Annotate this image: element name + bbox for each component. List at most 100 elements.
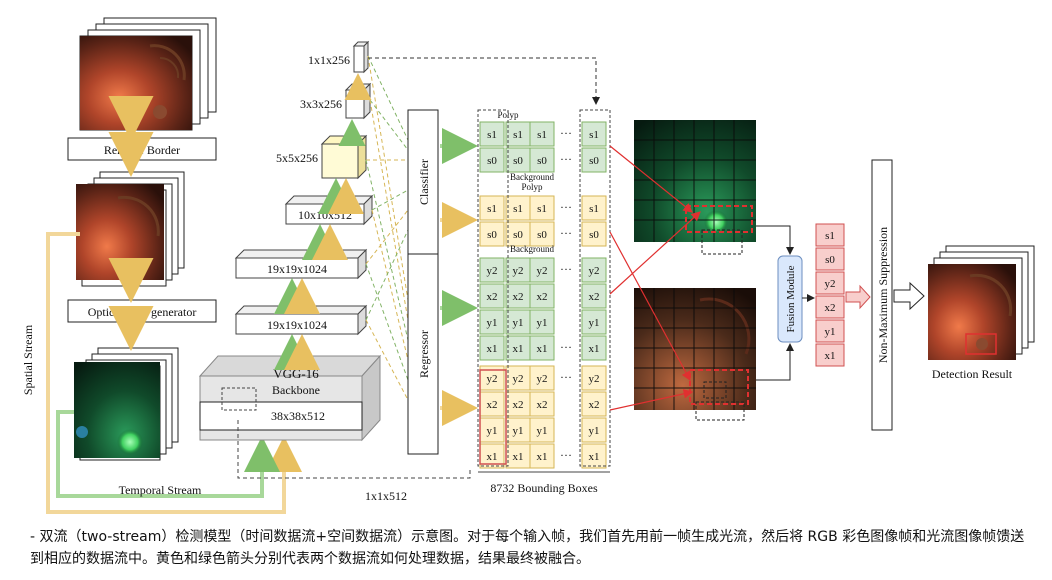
spatial-stream-line: [46, 232, 302, 514]
grid-cell-b2-r0-c3-label: y2: [589, 265, 600, 277]
grid-cell-b2-r0-c2: [529, 257, 555, 283]
grid-cell-b3-r1-c0: [479, 391, 505, 417]
bounding-boxes-label: 8732 Bounding Boxes: [490, 481, 598, 495]
spatial-stream-label: Spatial Stream: [21, 324, 35, 395]
grid-cell-b3-r0-c3-label: y2: [589, 373, 600, 385]
regressor-label: Regressor: [417, 330, 431, 378]
endoscopy-image: [80, 36, 192, 130]
base-dashed-link: [237, 420, 471, 479]
ellipsis: …: [560, 337, 572, 351]
grid-cell-b2-r2-c3: [581, 309, 607, 335]
grid-cell-b3-r1-c1-label: x2: [513, 399, 524, 411]
grid-cell-b1-r0-c0: [479, 195, 505, 221]
output-cell-4: [815, 319, 845, 343]
grid-cell-b2-r1-c3-label: x2: [589, 291, 600, 303]
grid-cell-b0-r0-c2: [529, 121, 555, 147]
flow-to-fusion: [756, 225, 794, 255]
ellipsis: …: [560, 197, 572, 211]
grid-cell-b2-r2-c0: [479, 309, 505, 335]
grid-cell-b0-r1-c0-label: s0: [487, 155, 497, 167]
red-arrows: [609, 145, 701, 411]
grid-cell-b1-r0-c3: [581, 195, 607, 221]
top-dashed-link: [368, 57, 600, 105]
grid-cell-b3-r3-c3-label: x1: [589, 451, 600, 463]
optical-flow-label: Optical flow generator: [88, 305, 197, 319]
grid-cell-b1-r0-c1-label: s1: [513, 203, 523, 215]
grid-cell-b3-r2-c1-label: y1: [513, 425, 524, 437]
output-cell-2: [815, 271, 845, 295]
nms-box: [871, 159, 893, 431]
grid-cell-b2-r2-c1-label: y1: [513, 317, 524, 329]
grid-cell-b0-r0-c2-label: s1: [537, 129, 547, 141]
ellipsis: …: [560, 149, 572, 163]
background-label-green: Background: [510, 172, 554, 182]
grid-cell-b0-r1-c1: [505, 147, 531, 173]
output-cell-label-4: y1: [825, 326, 836, 338]
rgb-to-fusion: [756, 343, 794, 381]
layer-3x3: [344, 82, 372, 120]
grid-cell-b2-r1-c2-label: x2: [537, 291, 548, 303]
grid-cell-b2-r0-c1: [505, 257, 531, 283]
classifier-label: Classifier: [417, 159, 431, 205]
grid-cell-b1-r1-c3: [581, 221, 607, 247]
backbone-subtitle: Backbone: [272, 383, 320, 397]
grid-cell-b3-r2-c3-label: y1: [589, 425, 600, 437]
grid-cell-b2-r3-c3-label: x1: [589, 343, 600, 355]
layer-up-arrows: [274, 73, 372, 370]
grid-cell-b2-r2-c1: [505, 309, 531, 335]
output-cell-label-3: x2: [825, 302, 836, 314]
grid-cell-b2-r3-c0: [479, 335, 505, 361]
grid-cell-b1-r1-c1: [505, 221, 531, 247]
grid-cell-b2-r0-c0: [479, 257, 505, 283]
grid-cell-b2-r0-c1-label: y2: [513, 265, 524, 277]
input-rgb-frames: [79, 17, 217, 131]
grid-cell-b0-r1-c3: [581, 147, 607, 173]
grid-cell-b2-r1-c0-label: x2: [487, 291, 498, 303]
polyp-label-yellow: Polyp: [521, 182, 543, 192]
grid-cell-b2-r2-c2: [529, 309, 555, 335]
grid-cell-b3-r3-c0-label: x1: [487, 451, 498, 463]
grid-cell-b2-r0-c2-label: y2: [537, 265, 548, 277]
rgb-grid-lines: [634, 288, 756, 410]
grid-cell-b3-r1-c3: [581, 391, 607, 417]
flow-detection-map: [634, 120, 756, 255]
output-cell-0: [815, 223, 845, 247]
output-cell-1: [815, 247, 845, 271]
grid-cell-b3-r1-c2-label: x2: [537, 399, 548, 411]
grid-cell-b2-r0-c3: [581, 257, 607, 283]
grid-cell-b3-r2-c2: [529, 417, 555, 443]
grid-cell-b2-r1-c1-label: x2: [513, 291, 524, 303]
feature-dashed-links: [365, 55, 409, 401]
grid-cell-b3-r1-c0-label: x2: [487, 399, 498, 411]
grid-cell-b1-r1-c2: [529, 221, 555, 247]
regressor-box: [407, 253, 439, 455]
grid-cell-b3-r1-c2: [529, 391, 555, 417]
remove-border-label: Remove Border: [104, 143, 180, 157]
grid-cell-b1-r0-c2: [529, 195, 555, 221]
grid-cell-b2-r1-c3: [581, 283, 607, 309]
grid-cell-b3-r0-c0-label: y2: [487, 373, 498, 385]
ellipsis: …: [560, 259, 572, 273]
grid-cell-b3-r2-c3: [581, 417, 607, 443]
cropped-rgb-frames: [76, 171, 185, 287]
detection-box: [965, 333, 997, 355]
fusion-module-label: Fusion Module: [785, 265, 797, 332]
grid-cell-b1-r1-c3-label: s0: [589, 229, 599, 241]
grid-cell-b1-r1-c0-label: s0: [487, 229, 497, 241]
grid-cell-b2-r1-c0: [479, 283, 505, 309]
layer-label-4: 5x5x256: [276, 151, 318, 165]
grid-cell-b0-r1-c2-label: s0: [537, 155, 547, 167]
grid-cell-b2-r3-c2: [529, 335, 555, 361]
grid-cell-b0-r0-c0-label: s1: [487, 129, 497, 141]
grid-cell-b3-r0-c2: [529, 365, 555, 391]
grid-cell-b2-r2-c3-label: y1: [589, 317, 600, 329]
nms-label: Non-Maximum Suppression: [876, 227, 890, 363]
nms-to-result-arrow: [893, 281, 925, 311]
result-image: [928, 264, 1016, 360]
grid-cell-b2-r3-c2-label: x1: [537, 343, 548, 355]
grid-cell-b3-r2-c2-label: y1: [537, 425, 548, 437]
grid-cell-b2-r2-c2-label: y1: [537, 317, 548, 329]
ellipsis: …: [560, 223, 572, 237]
output-cell-3: [815, 295, 845, 319]
